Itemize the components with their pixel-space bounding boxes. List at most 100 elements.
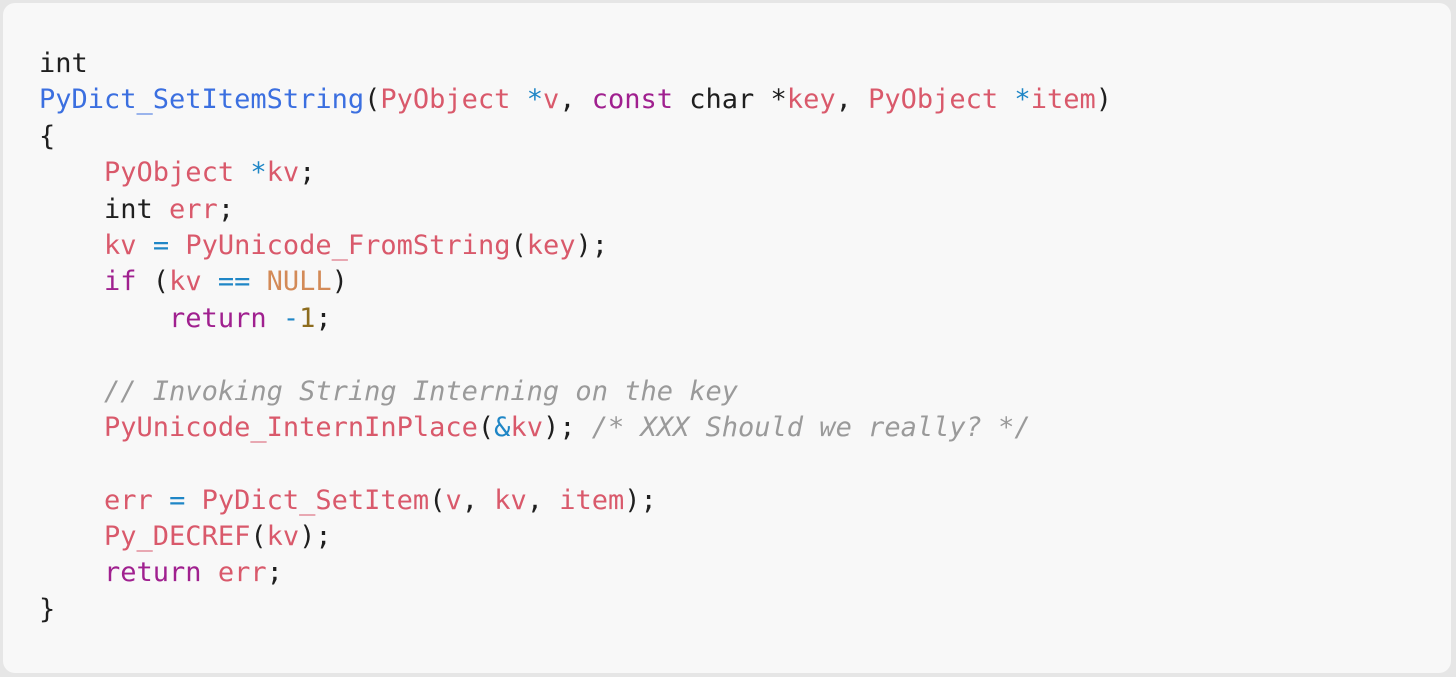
- code-token-default: [39, 303, 169, 334]
- code-token-var: kv: [266, 157, 300, 189]
- code-token-type: PyObject: [868, 84, 999, 116]
- code-token-keyword: if: [104, 266, 137, 298]
- code-token-var: err: [169, 193, 218, 225]
- code-token-punct: );: [575, 229, 609, 261]
- code-token-default: [267, 303, 283, 334]
- code-token-punct: ): [1095, 84, 1112, 116]
- code-token-default: [185, 485, 201, 516]
- code-token-default: [137, 230, 153, 261]
- code-token-comment: // Invoking String Interning on the key: [104, 375, 738, 407]
- code-token-op: -: [282, 302, 300, 334]
- code-token-punct: ,: [835, 84, 869, 116]
- code-token-default: [169, 230, 185, 261]
- code-token-var: kv: [266, 521, 300, 553]
- code-token-punct: );: [299, 521, 332, 553]
- code-token-var: err: [104, 484, 153, 516]
- code-token-punct: ,: [461, 484, 495, 516]
- code-line: int: [39, 46, 1451, 82]
- code-token-default: [39, 412, 104, 443]
- code-token-number: 1: [299, 302, 316, 334]
- code-line: {: [39, 119, 1451, 155]
- code-token-default: [202, 266, 218, 297]
- code-line: int err;: [39, 192, 1451, 228]
- code-token-var: kv: [169, 266, 202, 298]
- code-token-default: [39, 521, 104, 552]
- code-token-op: *: [1014, 84, 1031, 116]
- code-token-param: v: [542, 84, 560, 116]
- code-token-punct: );: [542, 411, 592, 443]
- code-token-param: key: [786, 84, 836, 116]
- code-line: // Invoking String Interning on the key: [39, 374, 1451, 410]
- code-token-default: int: [39, 48, 88, 79]
- code-token-punct: ,: [559, 84, 592, 116]
- code-token-op: ==: [217, 266, 251, 298]
- code-token-keyword: return: [169, 302, 267, 334]
- code-line: return -1;: [39, 301, 1451, 337]
- code-token-default: [39, 157, 104, 188]
- code-token-default: [39, 485, 104, 516]
- code-token-default: [250, 266, 266, 297]
- code-token-default: int: [39, 193, 170, 225]
- code-line: [39, 337, 1451, 373]
- code-token-call: PyDict_SetItem: [201, 484, 430, 516]
- code-token-punct: (: [510, 229, 527, 261]
- code-token-op: *: [250, 157, 267, 189]
- code-token-punct: }: [39, 593, 56, 625]
- code-line: kv = PyUnicode_FromString(key);: [39, 228, 1451, 264]
- code-token-op: &: [494, 411, 511, 443]
- code-token-punct: ;: [315, 302, 332, 334]
- code-token-var: kv: [510, 411, 543, 443]
- code-token-call: Py_DECREF: [104, 521, 251, 553]
- code-token-punct: ;: [217, 193, 235, 225]
- code-token-var: kv: [494, 484, 527, 516]
- code-token-punct: (: [429, 484, 446, 516]
- code-token-var: err: [217, 557, 267, 589]
- code-line: [39, 446, 1451, 482]
- code-token-default: [39, 557, 104, 588]
- code-token-type: PyObject: [380, 84, 511, 116]
- code-line: }: [39, 592, 1451, 628]
- code-token-op: =: [152, 229, 170, 261]
- code-token-default: [39, 376, 104, 407]
- code-token-default: [153, 485, 169, 516]
- code-line: if (kv == NULL): [39, 264, 1451, 300]
- code-token-op: *: [526, 84, 543, 116]
- code-token-punct: );: [624, 484, 657, 516]
- code-token-comment: /* XXX Should we really? */: [591, 411, 1031, 443]
- code-token-default: [39, 266, 104, 297]
- code-line: Py_DECREF(kv);: [39, 519, 1451, 555]
- code-token-punct: ,: [526, 484, 560, 516]
- code-token-punct: {: [39, 120, 56, 152]
- code-token-default: [39, 230, 104, 261]
- code-line: PyDict_SetItemString(PyObject *v, const …: [39, 82, 1451, 118]
- code-token-param: item: [1030, 84, 1096, 116]
- code-token-punct: (: [136, 266, 170, 298]
- code-token-default: [510, 84, 526, 115]
- code-token-func: PyDict_SetItemString: [39, 84, 365, 116]
- code-token-keyword: const: [591, 84, 674, 116]
- code-token-punct: ;: [266, 557, 283, 589]
- code-token-punct: (: [477, 411, 495, 443]
- code-token-var: item: [559, 484, 625, 516]
- code-token-var: v: [445, 484, 462, 516]
- code-token-type: PyObject: [104, 157, 235, 189]
- code-line: err = PyDict_SetItem(v, kv, item);: [39, 483, 1451, 519]
- code-token-punct: (: [364, 84, 381, 116]
- code-token-var: key: [526, 229, 576, 261]
- code-token-op: =: [169, 484, 186, 516]
- code-token-punct: (: [250, 521, 267, 553]
- code-token-punct: ;: [299, 157, 316, 189]
- code-token-keyword: return: [104, 557, 202, 589]
- code-token-default: char *: [673, 84, 787, 116]
- code-line: PyObject *kv;: [39, 155, 1451, 191]
- code-token-var: kv: [104, 229, 137, 261]
- code-token-call: PyUnicode_InternInPlace: [104, 411, 478, 443]
- code-token-const: NULL: [266, 266, 332, 298]
- code-line: return err;: [39, 555, 1451, 591]
- code-line: PyUnicode_InternInPlace(&kv); /* XXX Sho…: [39, 410, 1451, 446]
- code-token-default: [202, 557, 218, 588]
- code-token-default: [998, 84, 1014, 115]
- code-token-default: [234, 157, 250, 188]
